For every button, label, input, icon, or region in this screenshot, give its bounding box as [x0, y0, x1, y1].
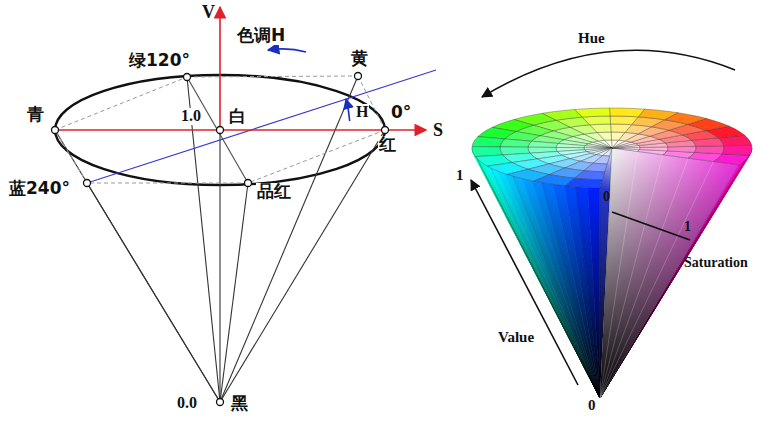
hue-sector: [612, 140, 625, 148]
angle-label: H: [355, 104, 369, 121]
angle-label: 0°: [390, 104, 412, 122]
hue-sector: [612, 140, 619, 148]
cone-side: [474, 155, 600, 398]
cut-face-grid: [600, 158, 688, 398]
scale-label: 1: [456, 168, 464, 184]
cone-side: [542, 183, 600, 398]
hexcone-drawing: [52, 7, 437, 406]
cone-grid: [542, 183, 600, 398]
value-label: 1.0: [180, 108, 202, 125]
value-label: 0.0: [176, 395, 198, 412]
cone-side: [505, 174, 600, 398]
hsv-color-cone: [472, 108, 752, 398]
hue-sector: [610, 116, 638, 125]
saturation-axis: [612, 212, 690, 240]
scale-label: 0: [603, 190, 610, 205]
cone-side: [553, 184, 600, 398]
hue-angle-arc: [346, 99, 350, 121]
hue-sector: [611, 124, 632, 132]
color-label: 蓝240°: [8, 180, 71, 198]
s-axis: [55, 129, 426, 131]
hue-sector: [556, 143, 585, 147]
hue-angle-line: [87, 70, 436, 183]
scale-label: 0: [588, 398, 596, 414]
axis-label: Value: [498, 330, 534, 346]
v-axis: [219, 7, 221, 130]
axis-label: 色调H: [236, 27, 286, 45]
hue-sector: [722, 145, 752, 155]
color-label: 黑: [230, 395, 249, 413]
color-label: 绿120°: [128, 52, 191, 70]
hue-sector: [638, 109, 678, 120]
cone-side: [477, 158, 600, 398]
hue-sector: [714, 154, 750, 165]
hue-sector: [611, 132, 625, 140]
cut-face: [600, 148, 739, 398]
cut-face-shade: [600, 148, 739, 398]
color-label: 青: [26, 106, 45, 124]
hue-arrow: [482, 50, 735, 97]
cut-face-grid: [600, 162, 714, 398]
hue-sector: [528, 141, 558, 147]
color-label: 品红: [256, 183, 292, 201]
cone-side: [522, 179, 600, 398]
cone-grid: [477, 158, 600, 398]
hue-sector: [596, 148, 612, 156]
cone-side: [564, 186, 600, 398]
scale-label: 1: [684, 220, 691, 235]
hue-sector: [565, 178, 602, 188]
axis-label: Hue: [578, 31, 605, 47]
color-label: 黄: [350, 50, 369, 68]
vertex-points: [52, 73, 389, 406]
cone-grid: [491, 168, 600, 398]
hue-sector: [584, 163, 607, 172]
hue-sector: [603, 148, 612, 156]
cone-side: [491, 168, 600, 398]
axis-label: Saturation: [684, 256, 748, 271]
hue-sector: [612, 148, 640, 151]
hue-sector: [695, 146, 724, 154]
color-label: 红: [378, 136, 397, 154]
cut-face-grid: [600, 155, 663, 398]
cone-side: [588, 187, 600, 398]
color-label: 白: [228, 108, 247, 126]
hue-sector: [500, 139, 531, 147]
hue-direction-arrow: [268, 49, 306, 52]
cone-grid: [600, 148, 752, 398]
hue-sector: [610, 108, 645, 117]
hue-sector: [667, 146, 696, 152]
cone-grid: [576, 187, 600, 398]
axis-label: S: [433, 121, 443, 140]
cone-side: [485, 165, 600, 398]
axis-label: V: [202, 3, 215, 22]
cone-side: [532, 181, 600, 398]
value-arrow: [471, 180, 578, 385]
cone-side: [473, 151, 600, 398]
cone-side: [576, 187, 600, 398]
hue-sector: [472, 137, 505, 147]
hue-sector: [593, 156, 609, 164]
cone-side: [600, 148, 752, 398]
hue-sector: [612, 141, 631, 148]
cone-side: [497, 171, 600, 398]
